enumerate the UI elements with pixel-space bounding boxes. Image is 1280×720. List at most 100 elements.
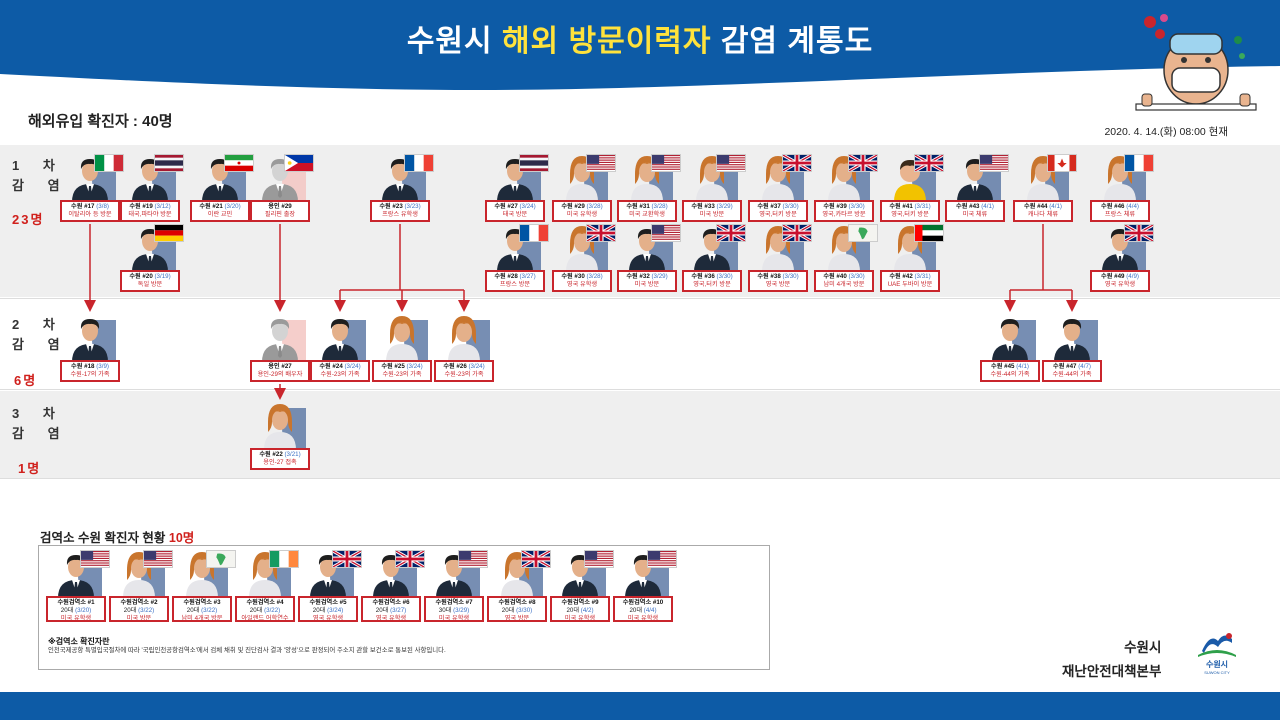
flag-uk-icon xyxy=(586,224,616,242)
person-p46: 수원 #46 (4/4)프랑스 체류 xyxy=(1090,152,1154,232)
person-name: 수원 #24 xyxy=(319,363,343,370)
quarantine-desc: 영국 방문 xyxy=(504,615,530,622)
person-date: (3/24) xyxy=(468,363,485,370)
row-count-1: 23명 xyxy=(12,212,45,227)
person-name: 수원 #29 xyxy=(561,203,585,210)
flag-france-icon xyxy=(1124,154,1154,172)
quarantine-date: (3/22) xyxy=(201,607,218,614)
person-desc: 미국 교환학생 xyxy=(629,211,665,218)
person-date: (3/12) xyxy=(154,203,171,210)
person-card: 수원 #26 (3/24)수원-23의 가족 xyxy=(434,360,494,382)
person-name: 수원 #44 xyxy=(1024,203,1048,210)
person-date: (3/30) xyxy=(716,273,733,280)
person-icon xyxy=(72,319,116,362)
flag-thailand-icon xyxy=(519,154,549,172)
person-card: 수원 #25 (3/24)수원-23의 가족 xyxy=(372,360,432,382)
person-icon xyxy=(322,319,366,362)
person-name: 수원 #47 xyxy=(1053,363,1077,370)
person-date: (3/30) xyxy=(782,203,799,210)
person-p27: 수원 #27 (3/24)태국 방문 xyxy=(485,152,549,232)
person-desc: 수원-44의 가족 xyxy=(1052,371,1092,378)
quarantine-age: 20대 xyxy=(566,607,580,614)
person-date: (3/23) xyxy=(404,203,421,210)
person-desc: 영국 방문 xyxy=(765,281,791,288)
flag-uk-icon xyxy=(1124,224,1154,242)
person-name: 수원 #43 xyxy=(956,203,980,210)
flag-usa-icon xyxy=(458,550,488,568)
person-date: (4/1) xyxy=(1016,363,1029,370)
person-name: 수원 #26 xyxy=(443,363,467,370)
person-date: (3/27) xyxy=(519,273,536,280)
person-card: 수원 #28 (3/27)프랑스 방문 xyxy=(485,270,545,292)
flag-usa-icon xyxy=(586,154,616,172)
person-card: 수원 #36 (3/30)영국,터키 방문 xyxy=(682,270,742,292)
person-date: (3/21) xyxy=(284,451,301,458)
header-banner xyxy=(0,0,1280,100)
person-name: 수원 #20 xyxy=(129,273,153,280)
flag-samerica-icon xyxy=(848,224,878,242)
person-desc: 태국 방문 xyxy=(502,211,528,218)
person-p23: 수원 #23 (3/23)프랑스 유학생 xyxy=(370,152,434,232)
quarantine-desc: 영국 유학생 xyxy=(375,615,407,622)
person-desc: 독일 방문 xyxy=(137,281,163,288)
person-name: 용인 #27 xyxy=(268,363,292,370)
person-date: (3/24) xyxy=(519,203,536,210)
person-card: 수원 #42 (3/31)UAE 두바이 방문 xyxy=(880,270,940,292)
person-name: 수원 #33 xyxy=(691,203,715,210)
flag-italy-icon xyxy=(94,154,124,172)
person-card: 수원 #32 (3/29)미국 방문 xyxy=(617,270,677,292)
quarantine-desc: 미국 유학생 xyxy=(564,615,596,622)
person-p30: 수원 #30 (3/28)영국 유학생 xyxy=(552,222,616,302)
person-icon xyxy=(1054,319,1098,362)
person-date: (3/28) xyxy=(651,203,668,210)
quarantine-age: 20대 xyxy=(312,607,326,614)
person-name: 수원 #49 xyxy=(1101,273,1125,280)
person-p40: 수원 #40 (3/30)남미 4개국 방문 xyxy=(814,222,878,302)
quarantine-age: 30대 xyxy=(438,607,452,614)
person-desc: 태국,파타야 방문 xyxy=(128,211,172,218)
quarantine-name: 수원검역소 #1 xyxy=(57,599,95,606)
quarantine-name: 수원검역소 #9 xyxy=(561,599,599,606)
quarantine-date: (3/29) xyxy=(453,607,470,614)
person-date: (3/19) xyxy=(154,273,171,280)
person-p18: 수원 #18 (3/9)수원-17의 가족 xyxy=(60,312,120,392)
person-date: (3/24) xyxy=(344,363,361,370)
person-name: 수원 #21 xyxy=(199,203,223,210)
flag-france-icon xyxy=(404,154,434,172)
person-name: 용인 #29 xyxy=(268,203,292,210)
quarantine-date: (3/27) xyxy=(390,607,407,614)
person-card: 수원 #17 (3/8)이탈리아 등 방문 xyxy=(60,200,120,222)
quarantine-name: 수원검역소 #5 xyxy=(309,599,347,606)
person-name: 수원 #19 xyxy=(129,203,153,210)
person-desc: 영국,터키 방문 xyxy=(891,211,929,218)
person-p22: 수원 #22 (3/21)용인-27 접촉 xyxy=(250,400,310,480)
person-p28: 수원 #28 (3/27)프랑스 방문 xyxy=(485,222,549,302)
quarantine-age: 20대 xyxy=(123,607,137,614)
flag-thailand-icon xyxy=(154,154,184,172)
person-name: 수원 #41 xyxy=(889,203,913,210)
person-p19: 수원 #19 (3/12)태국,파타야 방문 xyxy=(120,152,184,232)
person-name: 수원 #32 xyxy=(626,273,650,280)
row-count-2: 6명 xyxy=(14,373,38,388)
row-label-2: 2 차 감 염 xyxy=(12,317,70,352)
person-p27y: 용인 #27 용인-29의 배우자 xyxy=(250,312,310,392)
person-date: (3/31) xyxy=(914,273,931,280)
person-desc: 필리핀 출장 xyxy=(264,211,296,218)
person-p31: 수원 #31 (3/28)미국 교환학생 xyxy=(617,152,681,232)
quarantine-date: (3/24) xyxy=(327,607,344,614)
quarantine-desc: 영국 유학생 xyxy=(312,615,344,622)
person-name: 수원 #22 xyxy=(259,451,283,458)
person-p42: 수원 #42 (3/31)UAE 두바이 방문 xyxy=(880,222,944,302)
flag-usa-icon xyxy=(651,224,681,242)
person-p49: 수원 #49 (4/9)영국 유학생 xyxy=(1090,222,1154,302)
person-icon xyxy=(264,404,306,450)
flag-usa-icon xyxy=(716,154,746,172)
